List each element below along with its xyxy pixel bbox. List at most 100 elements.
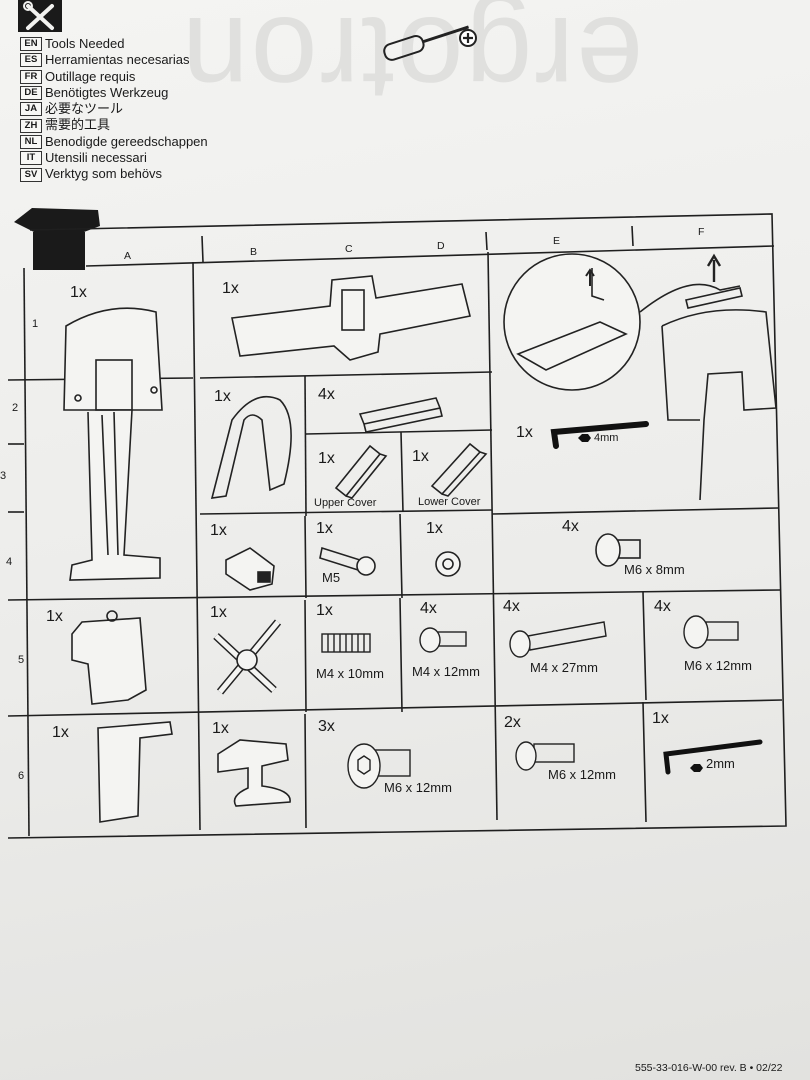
part-f6-label: 2mm bbox=[706, 756, 735, 771]
upper-cover-drawing bbox=[334, 444, 388, 499]
document-part-number: 555-33-016-W-00 rev. B • 02/22 bbox=[635, 1062, 783, 1074]
part-e6-qty: 2x bbox=[504, 714, 521, 731]
hex-key-2mm-drawing bbox=[663, 739, 763, 775]
block-drawing bbox=[225, 547, 275, 591]
desk-clamp-drawing bbox=[217, 739, 291, 807]
screw-m4x12-drawing bbox=[419, 627, 467, 653]
column-header-a: A bbox=[124, 250, 132, 262]
row-label-4: 4 bbox=[6, 556, 13, 568]
column-header-b: B bbox=[250, 246, 258, 258]
part-e4-qty: 4x bbox=[562, 518, 579, 535]
lower-cover-drawing bbox=[430, 442, 488, 497]
part-a6-qty: 1x bbox=[52, 724, 69, 741]
part-b2-qty: 1x bbox=[214, 388, 231, 405]
row-label-5: 5 bbox=[18, 654, 25, 666]
language-code: ZH bbox=[20, 118, 42, 133]
hex-icon bbox=[690, 764, 703, 772]
screw-m4x10-drawing bbox=[321, 633, 371, 653]
language-label: 必要なツール bbox=[45, 101, 124, 117]
language-code: FR bbox=[20, 69, 42, 84]
language-label: Outillage requis bbox=[45, 68, 136, 84]
vesa-plate-drawing bbox=[71, 610, 147, 705]
part-c3-label: Upper Cover bbox=[314, 497, 377, 509]
part-c5-label: M4 x 10mm bbox=[316, 666, 384, 681]
language-code: SV bbox=[20, 167, 42, 182]
language-label: Benodigde gereedschappen bbox=[45, 133, 208, 149]
part-e5-label: M4 x 27mm bbox=[530, 660, 598, 675]
column-header-f: F bbox=[698, 226, 705, 238]
part-a1-qty: 1x bbox=[70, 284, 87, 301]
screw-m6x12-small-drawing bbox=[515, 741, 575, 771]
part-a5-qty: 1x bbox=[46, 608, 63, 625]
screwdriver-phillips-icon bbox=[383, 25, 477, 61]
part-c3-qty: 1x bbox=[318, 450, 335, 467]
part-c4-label: M5 bbox=[322, 570, 341, 585]
part-cd2-qty: 4x bbox=[318, 386, 335, 403]
part-b4-qty: 1x bbox=[210, 522, 227, 539]
row-label-1: 1 bbox=[32, 318, 39, 330]
part-e4-label: M6 x 8mm bbox=[624, 562, 685, 577]
tools-icon bbox=[18, 0, 62, 32]
screw-m6x8-drawing bbox=[595, 533, 641, 567]
hex-icon bbox=[578, 434, 591, 442]
language-label: 需要的工具 bbox=[45, 117, 111, 133]
part-b5-qty: 1x bbox=[210, 604, 227, 621]
part-e3-label: 4mm bbox=[594, 432, 619, 444]
part-c4-qty: 1x bbox=[316, 520, 333, 537]
language-code: NL bbox=[20, 134, 42, 149]
language-code: DE bbox=[20, 86, 42, 101]
part-b1-qty: 1x bbox=[222, 280, 239, 297]
part-f5-label: M6 x 12mm bbox=[684, 658, 752, 673]
bolt-m5-drawing bbox=[319, 546, 376, 576]
part-d3-label: Lower Cover bbox=[418, 496, 481, 508]
language-code: JA bbox=[20, 102, 42, 117]
part-d5-qty: 4x bbox=[420, 600, 437, 617]
language-code: IT bbox=[20, 151, 42, 166]
language-label: Verktyg som behövs bbox=[45, 166, 163, 182]
language-label: Benötigtes Werkzeug bbox=[45, 84, 169, 100]
part-f6-qty: 1x bbox=[652, 710, 669, 727]
part-d5-label: M4 x 12mm bbox=[412, 664, 480, 679]
part-e6-label: M6 x 12mm bbox=[548, 767, 616, 782]
screw-m6x12-large-drawing bbox=[347, 743, 411, 789]
language-label: Utensili necessari bbox=[45, 150, 147, 166]
part-e3-qty: 1x bbox=[516, 424, 533, 441]
language-code: EN bbox=[20, 37, 42, 52]
language-code: ES bbox=[20, 53, 42, 68]
hex-key-4mm-drawing bbox=[550, 421, 649, 449]
screw-m6x12-drawing bbox=[683, 615, 739, 649]
screw-m4x27-drawing bbox=[509, 621, 607, 658]
column-header-d: D bbox=[437, 240, 445, 252]
l-bracket-drawing bbox=[97, 721, 173, 823]
part-e5-qty: 4x bbox=[503, 598, 520, 615]
part-cd6-label: M6 x 12mm bbox=[384, 780, 452, 795]
row-label-2: 2 bbox=[12, 402, 19, 414]
language-label: Herramientas necesarias bbox=[45, 52, 190, 68]
channel-drawing bbox=[358, 397, 443, 433]
row-label-6: 6 bbox=[18, 770, 25, 782]
part-cd6-qty: 3x bbox=[318, 718, 335, 735]
stand-drawing bbox=[63, 307, 163, 581]
part-d4-qty: 1x bbox=[426, 520, 443, 537]
part-b6-qty: 1x bbox=[212, 720, 229, 737]
language-label: Tools Needed bbox=[45, 36, 125, 51]
detail-zoom-drawing bbox=[503, 253, 777, 501]
part-d3-qty: 1x bbox=[412, 448, 429, 465]
row-label-3: 3 bbox=[0, 470, 7, 482]
arm-drawing bbox=[231, 275, 471, 361]
part-f5-qty: 4x bbox=[654, 598, 671, 615]
part-c5-qty: 1x bbox=[316, 602, 333, 619]
washer-drawing bbox=[435, 551, 461, 577]
